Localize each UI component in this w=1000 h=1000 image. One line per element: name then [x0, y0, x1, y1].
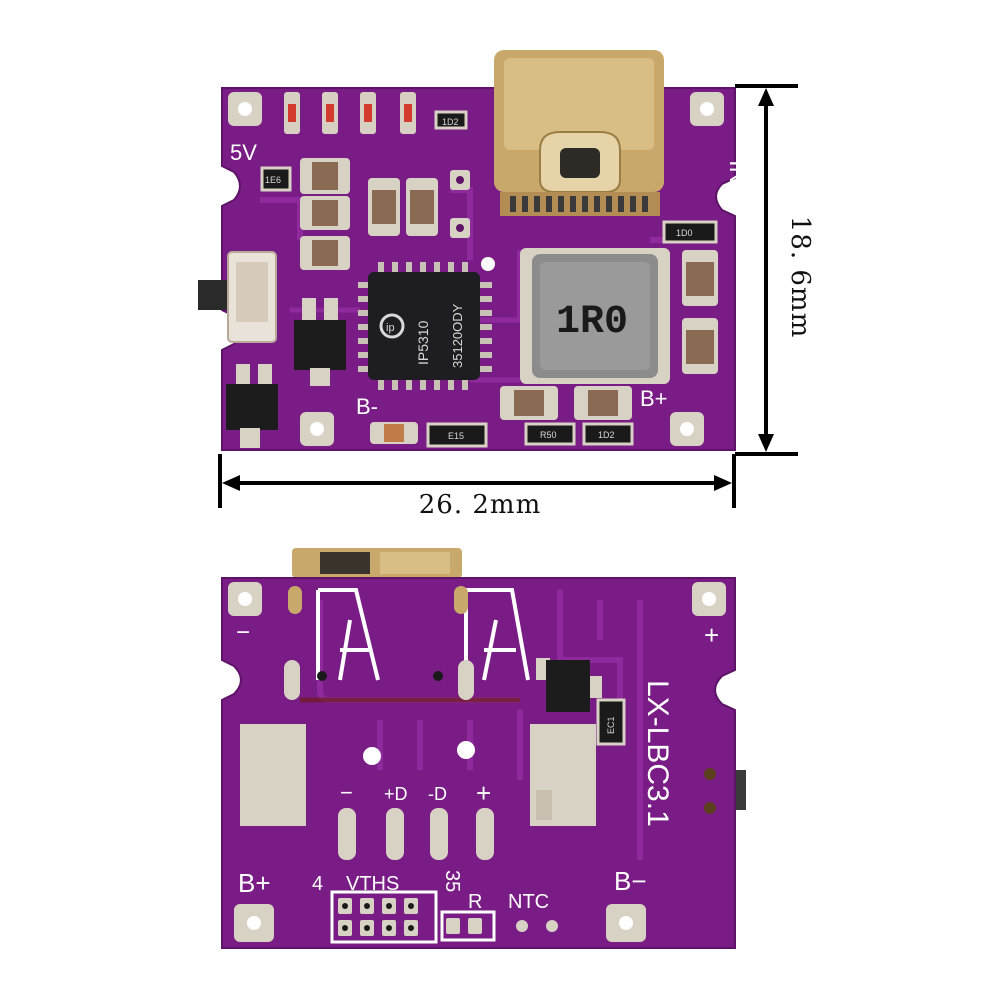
resistor: 1E6	[260, 166, 292, 192]
mounting-hole	[228, 92, 262, 126]
slide-switch	[198, 251, 277, 343]
capacitor	[406, 178, 438, 236]
dimension-height	[735, 84, 798, 456]
transistor	[294, 298, 346, 386]
resistor-code: 1D2	[442, 117, 459, 127]
silk-b-minus: B−	[614, 866, 647, 896]
ec-code: EC1	[606, 716, 616, 734]
pin-header-pads	[330, 890, 558, 944]
resistor-code: R50	[540, 430, 557, 440]
silk-pad-d-plus: +D	[384, 784, 408, 804]
silk-35: 35	[441, 870, 463, 892]
mounting-hole	[670, 412, 704, 446]
capacitor	[368, 178, 400, 236]
silk-minus-left: −	[236, 619, 250, 646]
capacitor	[370, 422, 418, 444]
silk-b-minus: B-	[356, 394, 378, 419]
height-dimension-label: 18. 6mm	[785, 215, 815, 339]
mounting-hole	[228, 582, 262, 616]
capacitor	[682, 318, 718, 374]
silk-pad-plus: +	[476, 778, 491, 808]
width-dimension-label: 26. 2mm	[418, 490, 542, 520]
silk-pad-d-minus: -D	[428, 784, 447, 804]
capacitor	[300, 158, 350, 194]
silk-plus-right: +	[704, 620, 719, 650]
resistor: R50	[524, 422, 576, 446]
mounting-hole	[234, 904, 274, 942]
capacitor	[574, 386, 632, 420]
capacitor	[300, 236, 350, 270]
mounting-hole	[300, 412, 334, 446]
type-c-port	[494, 50, 664, 216]
silk-model: LX-LBC3.1	[641, 680, 674, 827]
main-chip-ip5310: ip IP5310 35120ODY	[358, 262, 492, 390]
silk-in-minus: IN-	[724, 160, 751, 192]
silk-b-plus: B+	[238, 868, 271, 898]
top-pcb-board: 1D2 5V IN- 1E6	[198, 50, 751, 451]
mounting-hole	[606, 904, 646, 942]
capacitor	[682, 250, 718, 306]
silk-vths: VTHS	[346, 873, 399, 895]
resistor: 1D2	[582, 422, 634, 446]
inductor-1r0: 1R0	[520, 248, 670, 384]
resistor-code: E15	[448, 431, 464, 441]
silk-r: R	[468, 891, 482, 913]
silk-pad-minus: −	[340, 780, 353, 805]
transistor	[536, 658, 602, 712]
dimension-width	[218, 454, 736, 508]
resistor: 1D0	[662, 220, 718, 244]
transistor	[226, 364, 278, 448]
bottom-pcb-board: EC1 − + LX-LBC3.1 − +D -D + B+ B− 4 VTHS…	[221, 548, 746, 949]
mounting-hole	[692, 582, 726, 616]
silk-ntc: NTC	[508, 891, 549, 913]
resistor-code: 1D0	[676, 228, 693, 238]
capacitor	[300, 196, 350, 230]
silk-5v: 5V	[230, 140, 257, 165]
silk-b-plus: B+	[640, 386, 668, 411]
mounting-hole	[690, 92, 724, 126]
chip-model: IP5310	[415, 320, 431, 365]
resistor-code: 1E6	[265, 175, 281, 185]
capacitor: EC1	[596, 698, 626, 746]
led-row	[284, 92, 416, 134]
resistor: E15	[426, 422, 488, 448]
resistor: 1D2	[434, 110, 468, 130]
resistor-code: 1D2	[598, 430, 615, 440]
inductor-marking: 1R0	[556, 300, 628, 345]
chip-lot: 35120ODY	[450, 303, 465, 368]
capacitor	[500, 386, 558, 420]
chip-brand: ip	[386, 322, 395, 334]
silk-four: 4	[312, 873, 323, 895]
